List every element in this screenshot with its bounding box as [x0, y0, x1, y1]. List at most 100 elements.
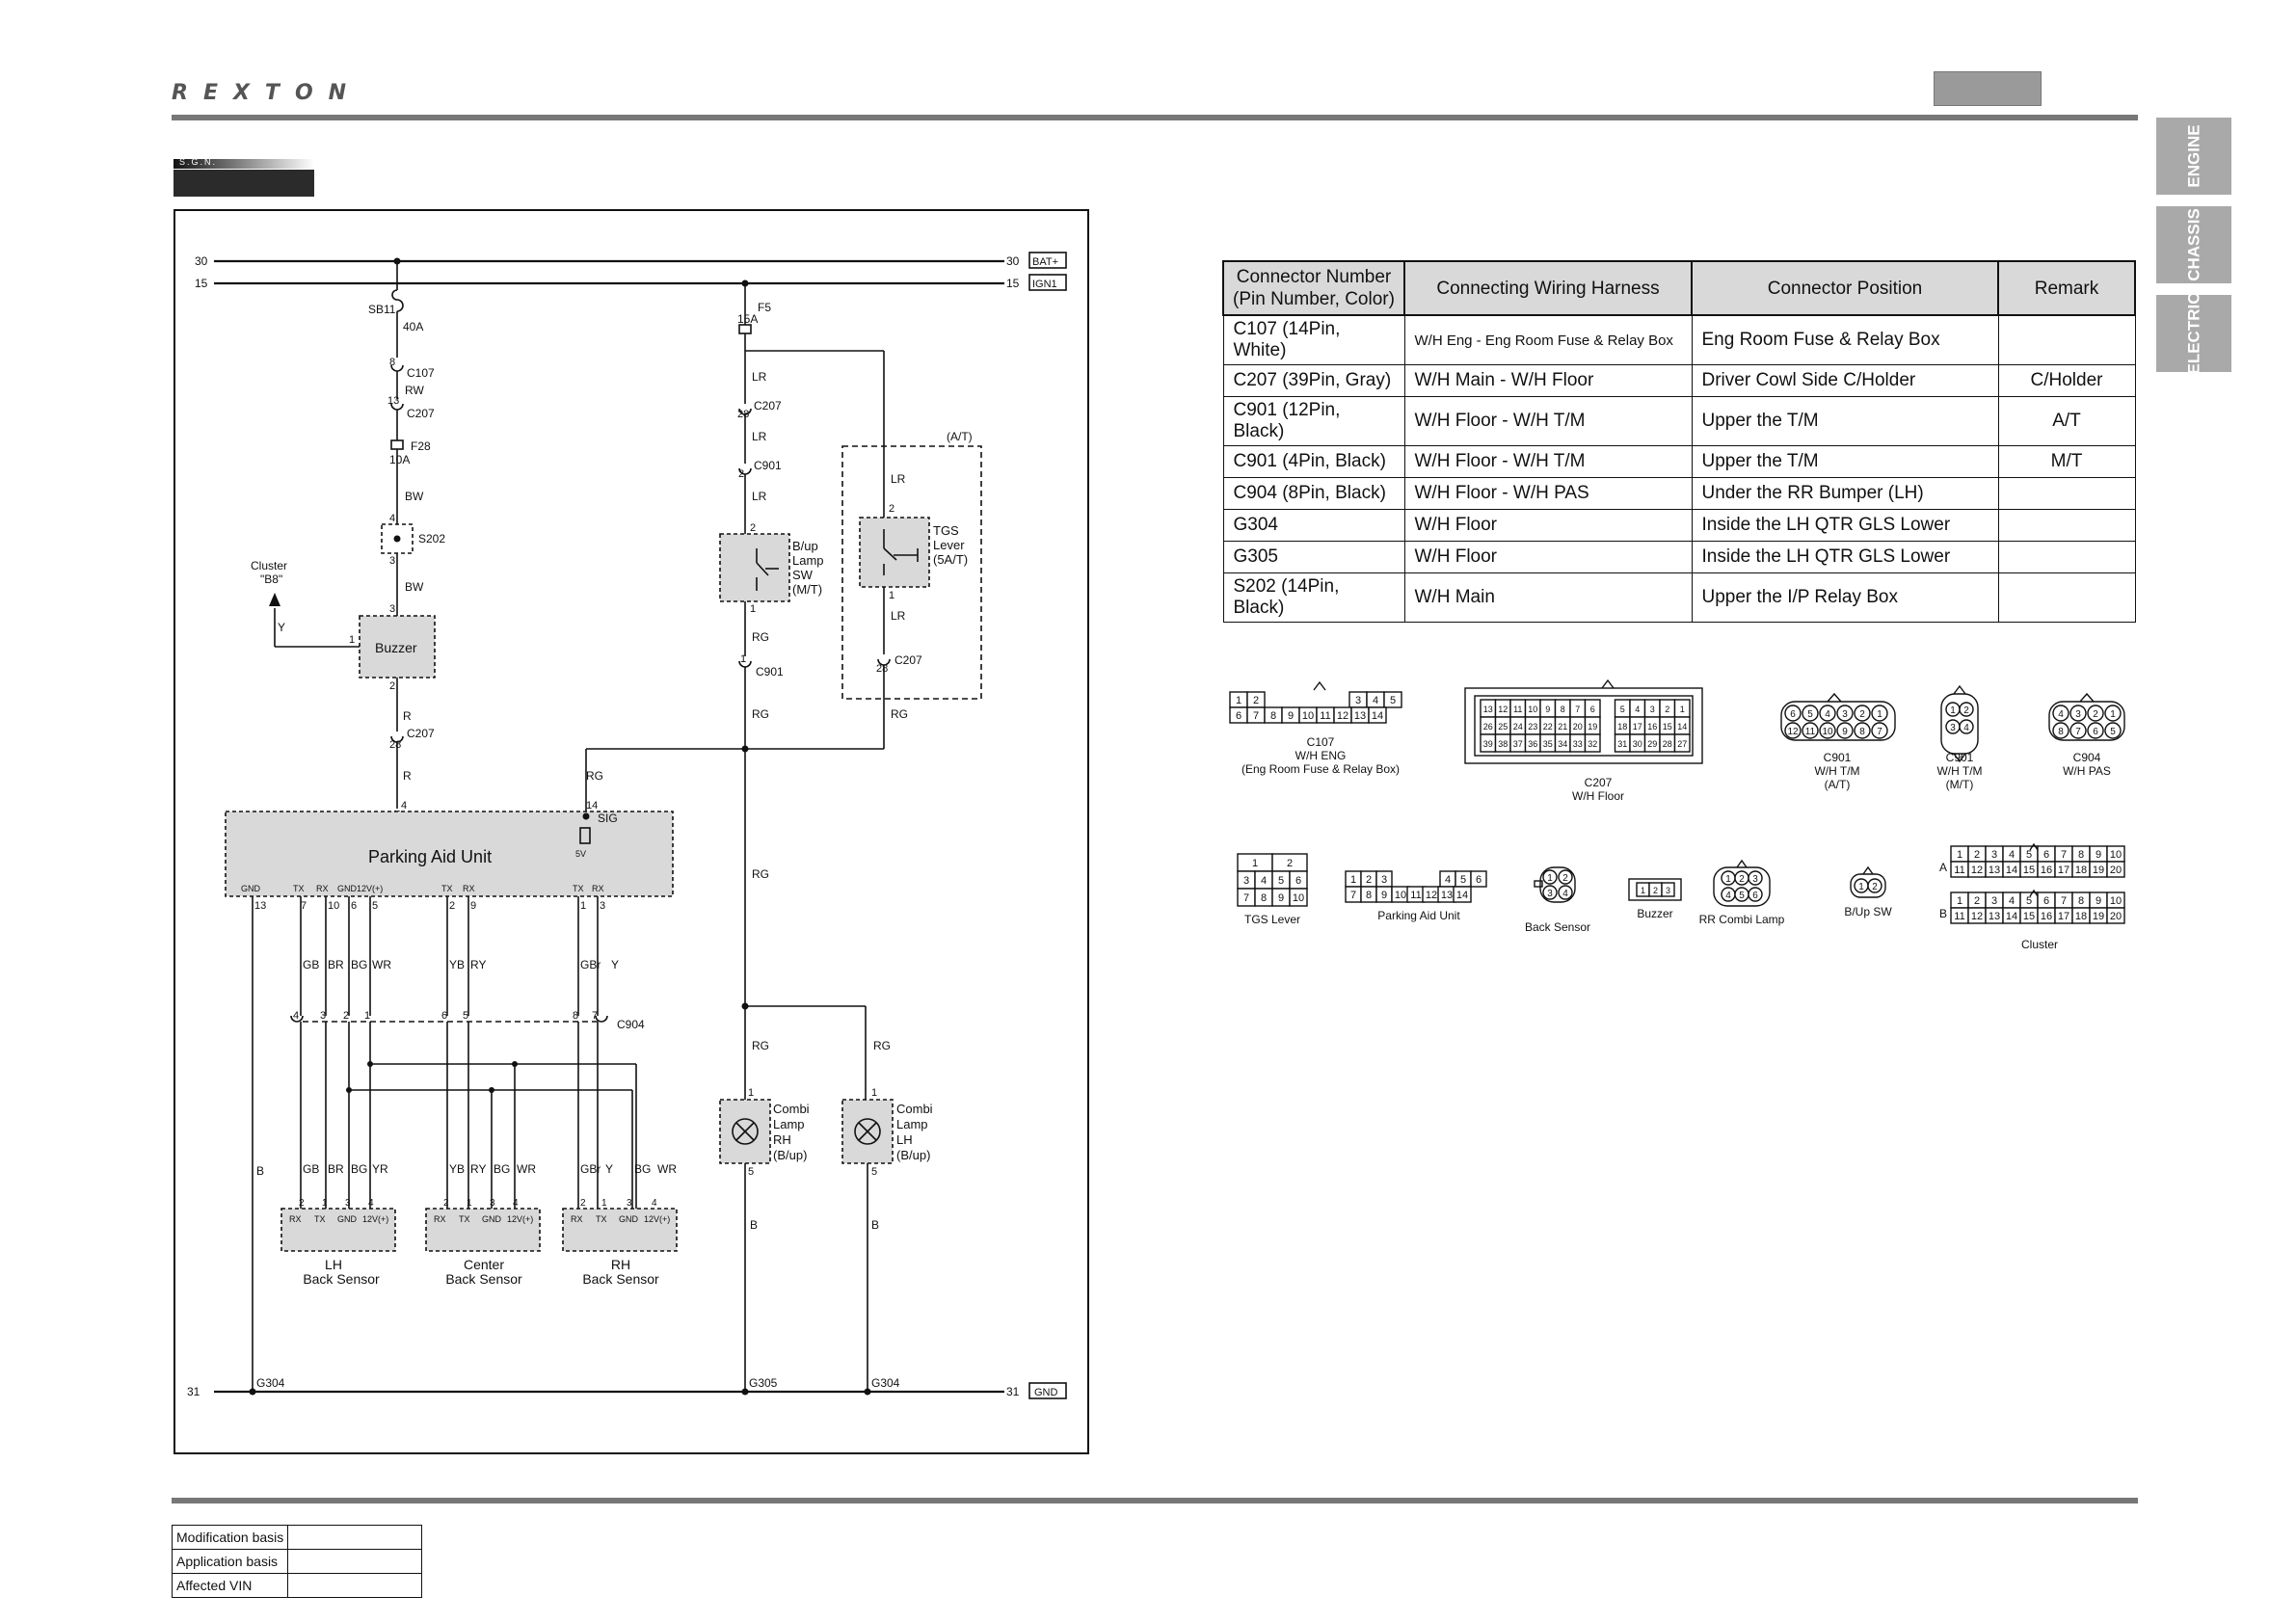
svg-text:4: 4 [293, 1010, 299, 1022]
connector-pin-number: 5 [1390, 695, 1396, 706]
connector-table: Connector Number (Pin Number, Color) Con… [1222, 260, 2136, 623]
connector-pin-number: 1 [1858, 882, 1864, 892]
connector-pin-number: 1 [1641, 886, 1645, 895]
connector-pin-number: 3 [1381, 874, 1387, 886]
connector-pin-number: 7 [1350, 890, 1356, 901]
tab-engine[interactable]: ENGINE [2156, 118, 2231, 198]
svg-text:6: 6 [441, 1010, 447, 1022]
svg-text:4: 4 [368, 1198, 374, 1209]
svg-text:B: B [750, 1218, 758, 1232]
svg-text:C207: C207 [754, 399, 782, 412]
connector-pin-number: 4 [2009, 849, 2015, 861]
connector-pin-number: 14 [2006, 911, 2017, 922]
revision-table: Modification basis Application basis Aff… [171, 1525, 423, 1598]
connector-pin-number: 3 [1991, 849, 1997, 861]
svg-text:2: 2 [580, 1198, 586, 1209]
buzzer-label: Buzzer [375, 640, 417, 655]
svg-text:(Eng Room Fuse & Relay Box): (Eng Room Fuse & Relay Box) [1241, 762, 1400, 776]
svg-text:RG: RG [586, 769, 603, 783]
connector-pin-number: 20 [2110, 911, 2122, 922]
svg-text:2: 2 [889, 503, 894, 515]
svg-text:Combi: Combi [773, 1102, 810, 1116]
rail-label-bat: BAT+ [1032, 256, 1058, 268]
connector-pin-number: 24 [1513, 722, 1523, 732]
lh-sensor-label: LH [325, 1257, 342, 1272]
connector-pin-number: 17 [1633, 722, 1642, 732]
connector-pin-number: 4 [2009, 895, 2015, 907]
connector-pin-number: 5 [1739, 891, 1745, 901]
tab-chassis[interactable]: CHASSIS [2156, 206, 2231, 286]
connector-pin-number: 10 [1395, 890, 1406, 901]
connector-pin-cell [1784, 705, 1802, 722]
connector-pin-cell [2087, 705, 2104, 722]
connector-pin-number: 31 [1617, 739, 1627, 749]
svg-text:13: 13 [254, 900, 266, 912]
connector-pin-number: 13 [1483, 705, 1493, 714]
connector-pin-number: 6 [1590, 705, 1595, 714]
connector-pin-number: 16 [2041, 865, 2052, 876]
connector-pin-number: 6 [2043, 895, 2049, 907]
svg-text:2: 2 [299, 1198, 305, 1209]
svg-text:R: R [403, 709, 412, 723]
svg-text:LR: LR [752, 370, 767, 384]
connector-pin-number: 15 [1663, 722, 1672, 732]
fuse-f28-rating: 10A [389, 453, 410, 466]
connector-pin-cell [1673, 733, 1691, 753]
svg-text:C207: C207 [894, 653, 922, 667]
svg-text:RX: RX [434, 1214, 446, 1224]
svg-text:R: R [403, 769, 412, 783]
cluster-pin: "B8" [260, 572, 282, 586]
connector-pin-number: 7 [2061, 849, 2067, 861]
connector-pin-number: 14 [2006, 865, 2017, 876]
connector-pin-number: 20 [1573, 722, 1583, 732]
fuse-f5-name: F5 [758, 301, 771, 314]
connector-pin-number: 12 [1337, 710, 1348, 722]
connector-pin-cell [1959, 719, 1974, 734]
connector-pin-number: 9 [2096, 849, 2101, 861]
svg-text:RW: RW [405, 384, 424, 397]
rail-30-right: 30 [1006, 254, 1020, 268]
fuse-sb11-name: SB11 [368, 303, 396, 316]
conn-c107-label: C107 [407, 366, 435, 380]
connector-pin-number: 15 [2023, 911, 2035, 922]
connector-pin-number: 23 [1528, 722, 1537, 732]
connector-pin-number: 8 [1561, 705, 1565, 714]
connector-pin-cell [1558, 869, 1573, 885]
connector-pin-number: 4 [1261, 875, 1267, 887]
connector-pin-number: 5 [1278, 875, 1284, 887]
connector-pin-cell [2052, 722, 2069, 739]
connector-pin-cell [1558, 885, 1573, 900]
fuse-sb11-rating: 40A [403, 320, 423, 333]
svg-text:B: B [1939, 907, 1947, 920]
svg-text:28: 28 [737, 409, 749, 420]
connector-pin-number: 5 [1460, 874, 1466, 886]
connector-pin-number: 11 [1320, 710, 1330, 722]
connector-pin-number: 38 [1498, 739, 1508, 749]
connector-pin-cell [1584, 733, 1601, 753]
tab-electric[interactable]: ELECTRIC [2156, 293, 2231, 375]
connector-pin-number: 30 [1633, 739, 1642, 749]
connector-pin-number: 28 [1663, 739, 1672, 749]
connector-pin-number: 10 [1293, 892, 1304, 904]
connector-pin-number: 12 [1426, 890, 1437, 901]
connector-pin-number: 9 [1278, 892, 1284, 904]
svg-text:RX: RX [289, 1214, 302, 1224]
connector-pin-number: 12 [1971, 865, 1983, 876]
connector-pin-number: 2 [1253, 695, 1259, 706]
connector-pin-cell [2069, 705, 2087, 722]
connector-pin-number: 1 [1877, 709, 1882, 720]
connector-pin-number: 5 [1620, 705, 1625, 714]
connector-pin-number: 16 [2041, 911, 2052, 922]
connector-pin-number: 8 [1859, 727, 1865, 737]
conn-c904-label: C904 [617, 1018, 645, 1031]
svg-text:GND: GND [241, 884, 261, 893]
svg-text:4: 4 [389, 513, 395, 524]
svg-text:2: 2 [389, 680, 395, 692]
connector-pin-number: 6 [2043, 849, 2049, 861]
svg-text:C207: C207 [407, 407, 435, 420]
